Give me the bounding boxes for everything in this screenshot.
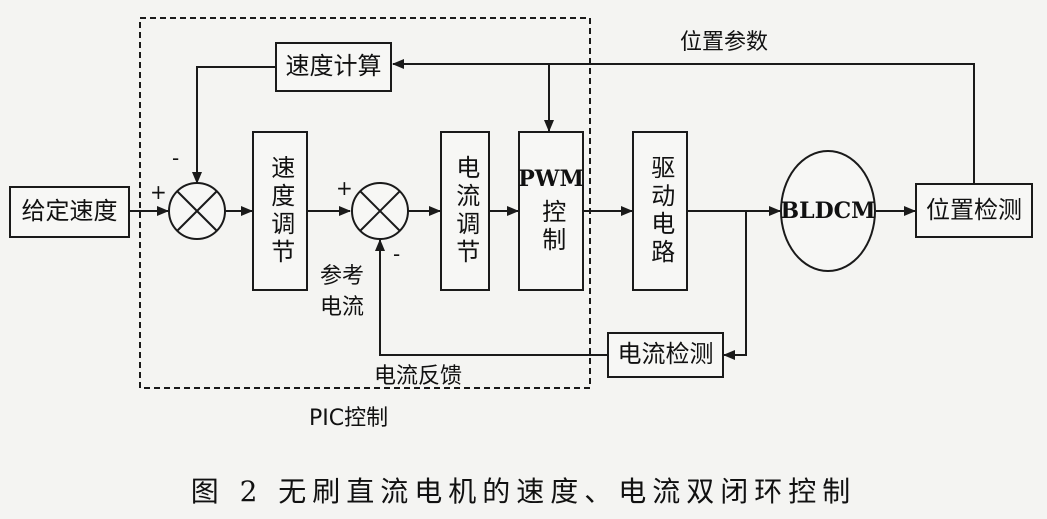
speed-regulator-label: 速度调节	[266, 155, 295, 267]
speed-regulator-block: 速度调节	[252, 131, 308, 291]
position-detect-block: 位置检测	[915, 183, 1033, 238]
pwm-control-block: PWM 控制	[518, 131, 584, 291]
current-regulator-label: 电流调节	[451, 155, 480, 267]
drive-circuit-block: 驱动电路	[632, 131, 688, 291]
arrow-currentdetect-to-sum2	[375, 239, 607, 356]
pic-region-border	[139, 17, 591, 389]
sum1-minus-sign: -	[172, 146, 180, 170]
current-detect-label: 电流检测	[617, 340, 714, 369]
drive-circuit-label: 驱动电路	[646, 155, 675, 267]
speed-calc-block: 速度计算	[275, 42, 392, 92]
given-speed-block: 给定速度	[9, 186, 130, 238]
arrow-branch-to-currentdetect	[723, 211, 747, 360]
arrow-posdetect-to-speedcalc	[392, 59, 975, 183]
position-param-label: 位置参数	[680, 30, 769, 55]
speed-calc-label: 速度计算	[285, 52, 382, 81]
pwm-control-label: 控制	[537, 198, 566, 255]
ref-current-label: 参考电流	[320, 264, 365, 320]
arrow-speedcalc-to-sum1	[192, 66, 275, 184]
given-speed-label: 给定速度	[21, 197, 118, 226]
sum2-plus-sign: +	[336, 176, 353, 200]
current-detect-block: 电流检测	[607, 332, 724, 378]
pwm-label: PWM	[518, 166, 584, 193]
bldcm-label: BLDCM	[780, 198, 876, 224]
current-feedback-label: 电流反馈	[374, 364, 463, 389]
current-regulator-block: 电流调节	[440, 131, 490, 291]
sum2-minus-sign: -	[393, 242, 401, 266]
position-detect-label: 位置检测	[926, 195, 1022, 224]
figure-caption: 图 2 无刷直流电机的速度、电流双闭环控制	[190, 475, 857, 508]
bldcm-motor: BLDCM	[780, 150, 876, 272]
pic-control-label: PIC控制	[309, 406, 389, 431]
sum1-plus-sign: +	[150, 180, 167, 204]
